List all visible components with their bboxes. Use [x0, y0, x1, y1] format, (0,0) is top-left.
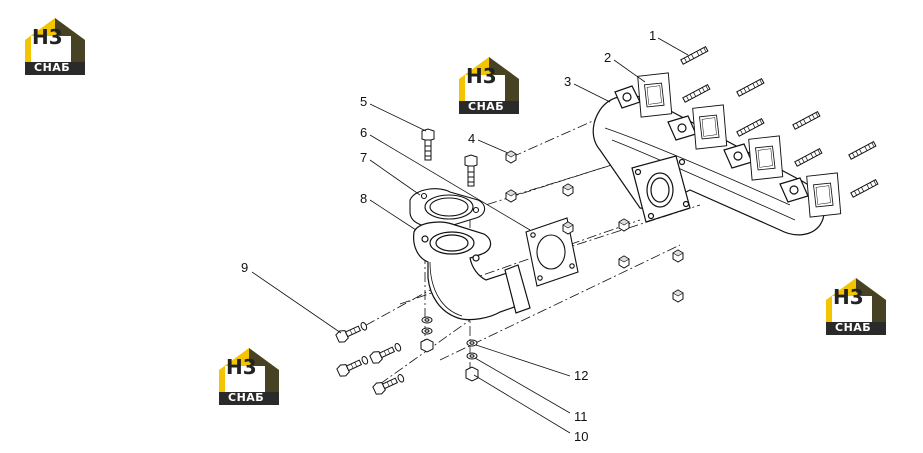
callout-2: 2 [604, 50, 611, 65]
horizontal-bolts [334, 319, 407, 397]
callout-1: 1 [649, 28, 656, 43]
washer-nut-stack [420, 316, 479, 382]
callout-5: 5 [360, 94, 367, 109]
logo-watermark: H3 СНАБ [25, 18, 85, 75]
leader-lines [251, 37, 689, 434]
callout-8: 8 [360, 191, 367, 206]
svg-text:СНАБ: СНАБ [468, 100, 504, 113]
callout-9: 9 [241, 260, 248, 275]
exhaust-elbow [413, 221, 531, 321]
logo-watermark: H3 СНАБ [459, 57, 519, 114]
logo-watermark: H3 СНАБ [219, 348, 279, 405]
callout-4: 4 [468, 131, 475, 146]
svg-text:H3: H3 [833, 285, 864, 309]
svg-text:СНАБ: СНАБ [34, 61, 70, 74]
callout-10: 10 [574, 429, 588, 444]
outlet-gasket [525, 217, 579, 287]
callout-12: 12 [574, 368, 588, 383]
svg-text:H3: H3 [32, 25, 63, 49]
flange-gasket [409, 188, 486, 228]
callout-3: 3 [564, 74, 571, 89]
svg-text:H3: H3 [466, 64, 497, 88]
svg-text:H3: H3 [226, 355, 257, 379]
svg-text:СНАБ: СНАБ [835, 321, 871, 334]
vertical-bolts [421, 128, 478, 187]
callout-7: 7 [360, 150, 367, 165]
svg-text:СНАБ: СНАБ [228, 391, 264, 404]
callout-6: 6 [360, 125, 367, 140]
logo-watermark: H3 СНАБ [826, 278, 886, 335]
callout-11: 11 [574, 409, 588, 424]
exhaust-manifold [592, 85, 825, 236]
callout-labels: 1 2 3 4 5 6 7 8 9 10 11 12 [241, 28, 656, 444]
